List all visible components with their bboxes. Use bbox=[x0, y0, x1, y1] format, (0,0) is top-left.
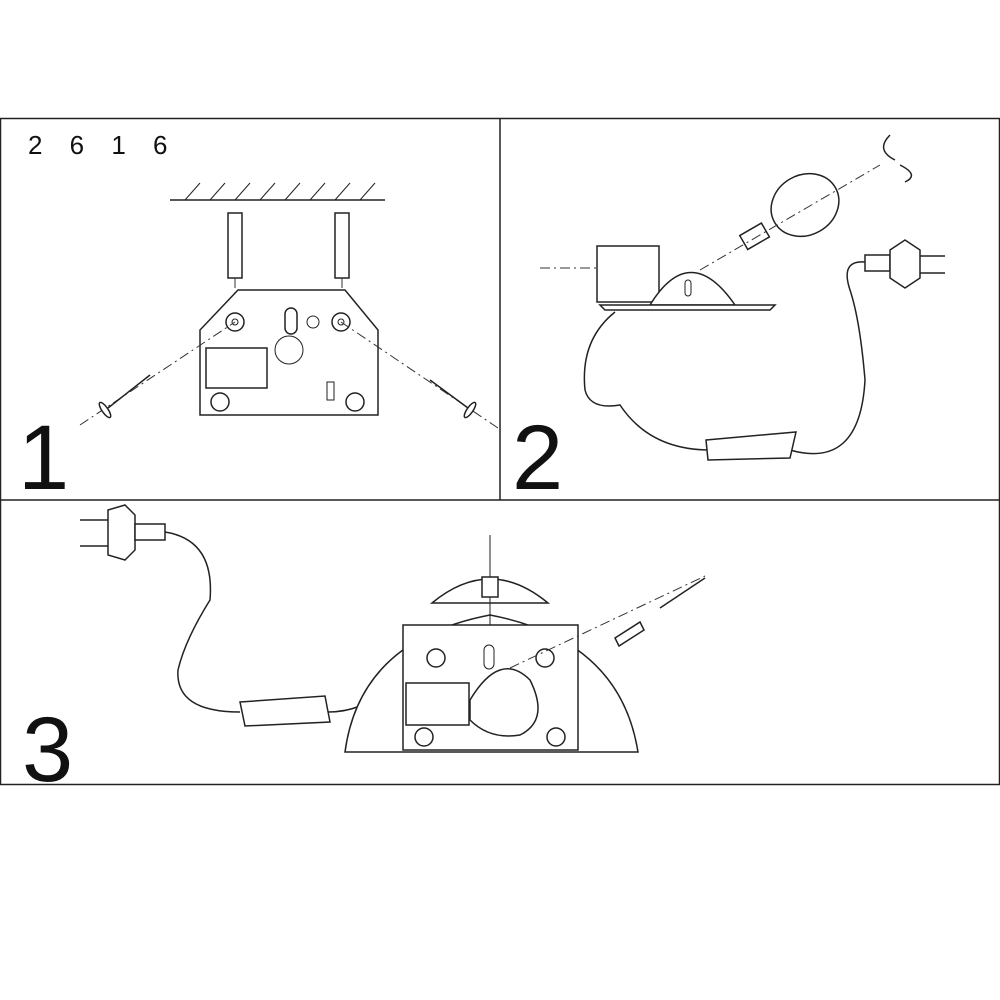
light-bulb-icon bbox=[699, 164, 881, 271]
step-number-2: 2 bbox=[512, 407, 564, 509]
product-code: 2 6 1 6 bbox=[28, 130, 178, 160]
plug-icon bbox=[864, 239, 945, 289]
rotate-arrow-icon bbox=[882, 134, 913, 183]
plug-icon bbox=[80, 504, 166, 561]
switch-icon bbox=[239, 695, 331, 727]
cable-icon bbox=[583, 261, 866, 455]
screw-icon bbox=[79, 321, 499, 429]
mounting-plate-icon bbox=[199, 289, 379, 416]
screwdriver-icon bbox=[509, 575, 706, 669]
step-number-3: 3 bbox=[22, 699, 74, 801]
wall-plug-icon bbox=[227, 212, 350, 300]
ceiling-icon bbox=[170, 182, 385, 201]
lamp-holder-icon bbox=[540, 245, 777, 311]
mounting-plate-icon bbox=[402, 624, 579, 751]
cable-icon bbox=[164, 531, 361, 713]
step-number-1: 1 bbox=[18, 407, 70, 509]
switch-icon bbox=[705, 431, 797, 461]
